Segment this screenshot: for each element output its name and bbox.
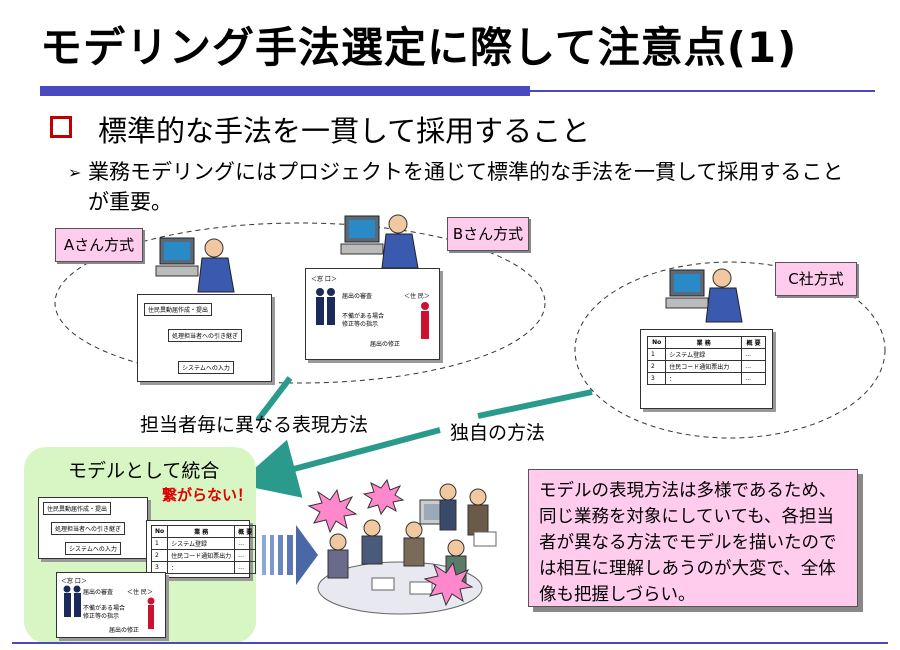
table-cell: システム登録 [665, 348, 743, 361]
table-cell: … [234, 537, 257, 550]
callout-b-method: Bさん方式 [447, 217, 529, 251]
table-cell: ： [167, 561, 236, 574]
title-underline-bar [40, 86, 530, 96]
resident-label: ＜住 民＞ [127, 589, 153, 596]
window-label: ＜窓 口＞ [61, 578, 87, 585]
dashed-ellipse-ab [54, 222, 546, 384]
label-different-expressions: 担当者毎に異なる表現方法 [140, 414, 369, 436]
table-row: 1 システム登録 … [150, 537, 257, 550]
mini-table-document: No 業 務 概 要 1 システム登録 … 2 住民コード通知票出力 … 3 ：… [146, 520, 257, 578]
table-header: 概 要 [741, 336, 766, 349]
label-integrate-as-model: モデルとして統合 [68, 460, 220, 482]
square-bullet-icon [50, 116, 72, 138]
mini-business-table: No 業 務 概 要 1 システム登録 … 2 住民コード通知票出力 … 3 ：… [150, 525, 257, 574]
officer-figure-icon [63, 585, 81, 617]
label-not-connected: 繋がらない！ [162, 486, 253, 504]
computer-user-icon-c [665, 268, 743, 323]
label-own-method: 独自の方法 [450, 422, 546, 444]
arrow-line [255, 376, 293, 422]
table-cell: … [741, 372, 766, 385]
table-cell: 1 [150, 537, 169, 550]
table-cell: 住民コード通知票出力 [665, 360, 743, 373]
arrow-line [236, 427, 441, 498]
doc-step: 届出の審査 [342, 293, 373, 300]
table-cell: 2 [646, 360, 667, 373]
table-cell: … [234, 561, 257, 574]
table-cell: 3 [646, 372, 667, 385]
flow-step: 処理担当者への引き継ぎ [51, 522, 126, 535]
arrow-line [477, 389, 593, 419]
table-header: 概 要 [234, 525, 257, 538]
table-cell: 1 [646, 348, 667, 361]
dashed-ellipse-c [574, 261, 886, 439]
burst-icon [423, 561, 474, 607]
table-header: 業 務 [167, 525, 236, 538]
doc-step: 届出の修正 [370, 341, 401, 348]
flow-step: 住民異動届作成・提出 [144, 303, 213, 316]
doc-step: 届出の審査 [83, 589, 114, 596]
mini-flow-document: 住民異動届作成・提出 処理担当者への引き継ぎ システムへの入力 [38, 497, 148, 559]
section-heading: 標準的な手法を一貫して採用すること [98, 114, 591, 148]
officer-figure-icon [316, 288, 335, 325]
callout-a-method: Aさん方式 [55, 228, 143, 262]
flow-step: システムへの入力 [65, 542, 121, 555]
doc-step: 修正等の指示 [342, 321, 379, 328]
table-row: 3 ： … [646, 372, 766, 385]
striped-arrow-icon [262, 525, 318, 585]
table-cell: ： [665, 372, 743, 385]
doc-step: 修正等の指示 [83, 613, 120, 620]
explanation-note: モデルの表現方法は多様であるため、同じ業務を対象にしていても、各担当者が異なる方… [528, 469, 858, 607]
sub-bullet-text: 業務モデリングにはプロジェクトを通じて標準的な手法を一貫して採用することが重要。 [88, 160, 844, 214]
table-header: No [646, 336, 667, 349]
interaction-document: ＜窓 口＞ ＜住 民＞ 届出の審査 不備がある場合 修正等の指示 届出の修正 [305, 268, 440, 360]
doc-step: 不備がある場合 [342, 313, 385, 320]
table-header: 業 務 [665, 336, 743, 349]
business-table: No 業 務 概 要 1 システム登録 … 2 住民コード通知票出力 … 3 ：… [646, 336, 766, 385]
table-row: 2 住民コード通知票出力 … [150, 549, 257, 562]
slide-title: モデリング手法選定に際して注意点(1) [40, 23, 798, 72]
table-cell: 2 [150, 549, 169, 562]
mini-interaction-document: ＜窓 口＞ ＜住 民＞ 届出の審査 不備がある場合 修正等の指示 届出の修正 [56, 572, 166, 638]
resident-label: ＜住 民＞ [404, 293, 430, 300]
flow-document: 住民異動届作成・提出 処理担当者への引き継ぎ システムへの入力 [137, 294, 272, 382]
table-cell: … [741, 360, 766, 373]
flow-step: 住民異動届作成・提出 [43, 502, 112, 515]
table-header: No [150, 525, 169, 538]
doc-step: 不備がある場合 [83, 605, 126, 612]
arrow-bullet-icon: ➢ [68, 163, 82, 182]
flow-step: 処理担当者への引き継ぎ [168, 329, 243, 342]
burst-icon [307, 488, 358, 534]
resident-figure-icon [147, 597, 155, 629]
footer-line [12, 642, 888, 644]
table-cell: … [234, 549, 257, 562]
computer-user-icon-a [155, 237, 235, 293]
window-label: ＜窓 口＞ [311, 276, 337, 283]
table-row: 1 システム登録 … [646, 348, 766, 361]
title-underline-line [530, 90, 875, 92]
doc-step: 届出の修正 [109, 627, 140, 634]
table-cell: システム登録 [167, 537, 236, 550]
computer-user-icon-b [340, 214, 419, 269]
callout-c-method: C社方式 [775, 262, 857, 296]
table-row: 2 住民コード通知票出力 … [646, 360, 766, 373]
table-cell: 住民コード通知票出力 [167, 549, 236, 562]
flow-step: システムへの入力 [178, 361, 234, 374]
table-row: 3 ： … [150, 561, 257, 574]
burst-icon [362, 478, 405, 516]
table-cell: … [741, 348, 766, 361]
resident-figure-icon [421, 302, 429, 339]
table-document: No 業 務 概 要 1 システム登録 … 2 住民コード通知票出力 … 3 ：… [640, 329, 773, 409]
